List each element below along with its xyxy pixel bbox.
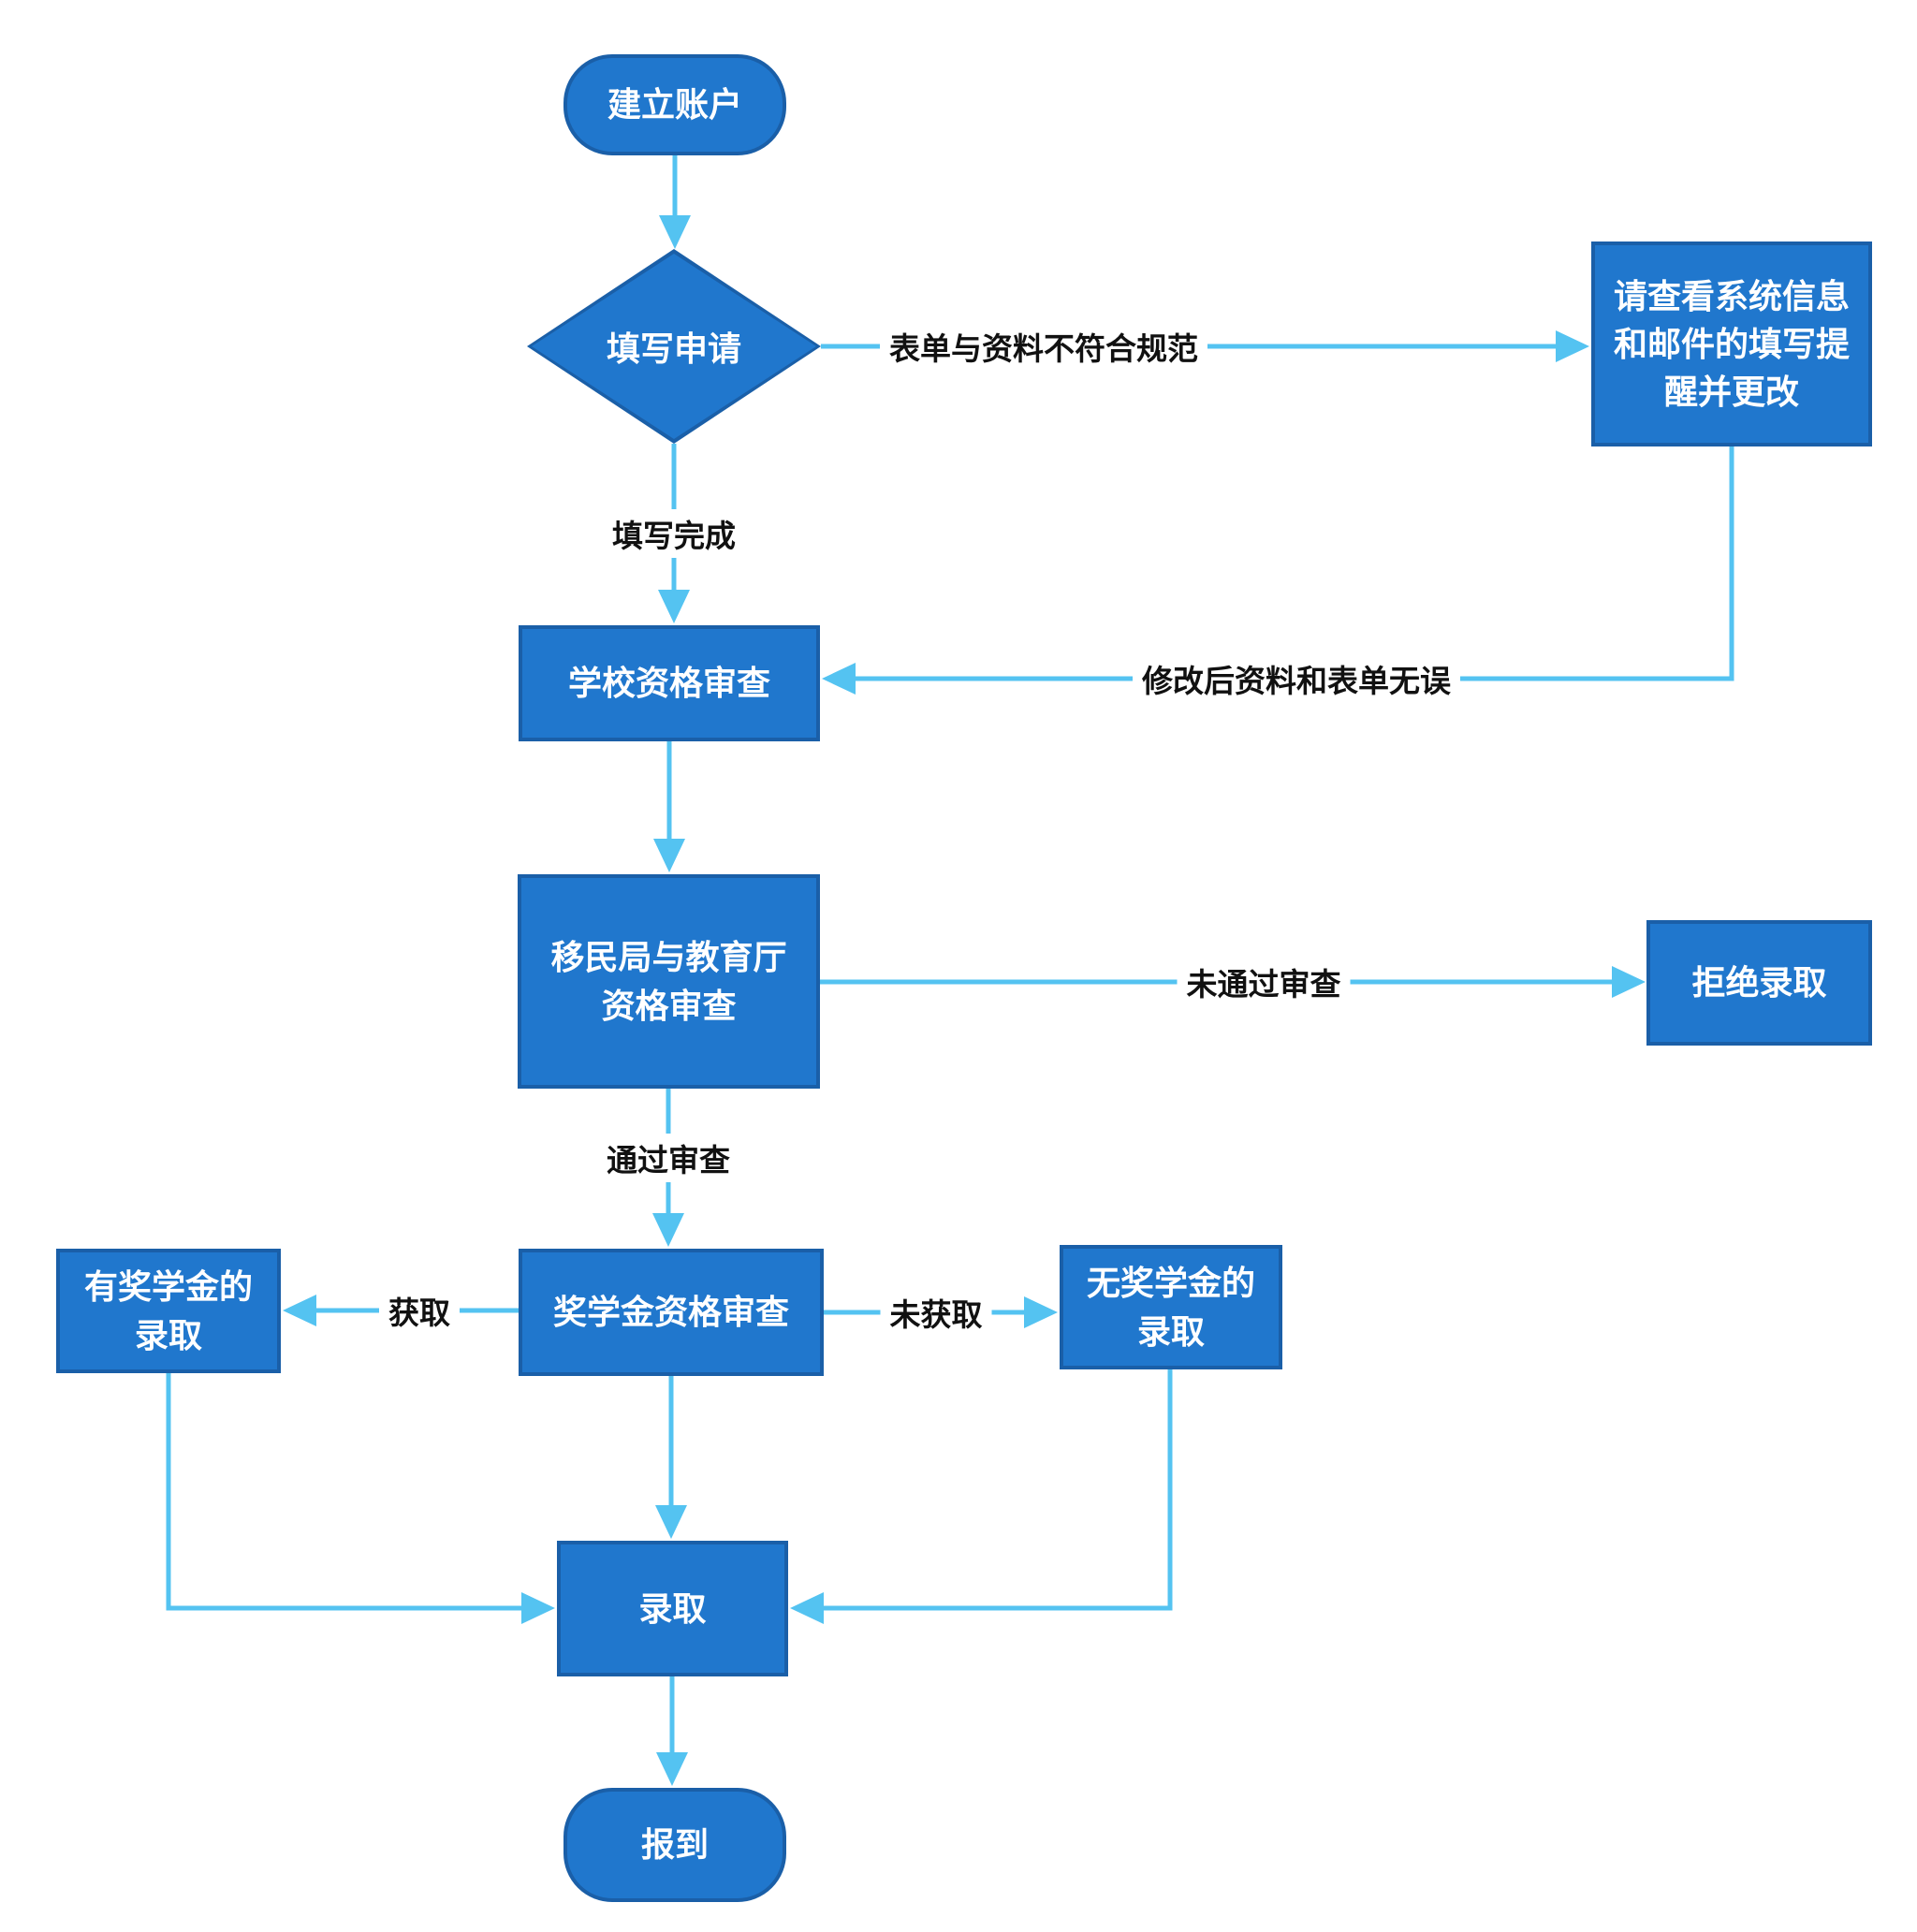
node-report: 报到 [563, 1788, 786, 1902]
arrowhead-down-icon [659, 215, 691, 249]
node-fill-application-label: 填写申请 [606, 329, 741, 368]
node-school-review-label: 学校资格审查 [567, 664, 770, 703]
node-notice: 请查看系统信息和邮件的填写提醒并更改 [1591, 242, 1872, 446]
edge-label-fill-complete: 填写完成 [603, 509, 745, 558]
node-reject: 拒绝录取 [1646, 920, 1872, 1046]
node-immigration-review-label: 移民局与教育厅资格审查 [550, 938, 787, 1025]
edge-label-not-conform: 表单与资料不符合规范 [880, 322, 1207, 371]
node-reject-label: 拒绝录取 [1691, 963, 1827, 1003]
node-immigration-review: 移民局与教育厅资格审查 [518, 874, 820, 1089]
node-admit-label: 录取 [638, 1588, 707, 1628]
arrowhead-down-icon [653, 839, 685, 872]
arrowhead-right-icon [1612, 966, 1646, 998]
arrowhead-right-icon [1024, 1296, 1058, 1328]
node-scholarship-review-label: 奖学金资格审查 [552, 1293, 789, 1332]
edge-label-pass: 通过审查 [597, 1134, 739, 1182]
node-scholarship-review: 奖学金资格审查 [519, 1249, 824, 1376]
arrowhead-down-icon [658, 590, 690, 623]
node-report-label: 报到 [640, 1825, 709, 1865]
arrowhead-right-icon [1556, 330, 1589, 362]
node-without-scholarship-label: 无奖学金的录取 [1086, 1264, 1255, 1351]
arrowhead-left-icon [283, 1295, 316, 1326]
arrowhead-left-icon [790, 1592, 824, 1624]
node-with-scholarship-label: 有奖学金的录取 [83, 1267, 253, 1354]
arrowhead-left-icon [822, 663, 856, 695]
arrowhead-down-icon [655, 1505, 687, 1539]
edge-label-obtained: 获取 [379, 1286, 460, 1335]
node-with-scholarship: 有奖学金的录取 [56, 1249, 281, 1373]
edge-label-not-obtained: 未获取 [880, 1288, 992, 1337]
node-notice-label: 请查看系统信息和邮件的填写提醒并更改 [1613, 276, 1850, 412]
edge-without-to-admit [818, 1369, 1173, 1611]
arrowhead-down-icon [656, 1752, 688, 1786]
arrowhead-down-icon [652, 1213, 684, 1247]
edge-with-to-admit [166, 1373, 527, 1611]
node-start-label: 建立账户 [607, 85, 742, 124]
arrowhead-right-icon [521, 1592, 555, 1624]
node-admit: 录取 [557, 1541, 788, 1676]
node-without-scholarship: 无奖学金的录取 [1060, 1245, 1282, 1369]
edge-label-not-pass: 未通过审查 [1177, 958, 1351, 1006]
edge-label-modified-ok: 修改后资料和表单无误 [1133, 654, 1460, 703]
node-start: 建立账户 [563, 54, 786, 155]
edge-notice-to-school [852, 446, 1734, 681]
node-school-review: 学校资格审查 [519, 625, 820, 741]
